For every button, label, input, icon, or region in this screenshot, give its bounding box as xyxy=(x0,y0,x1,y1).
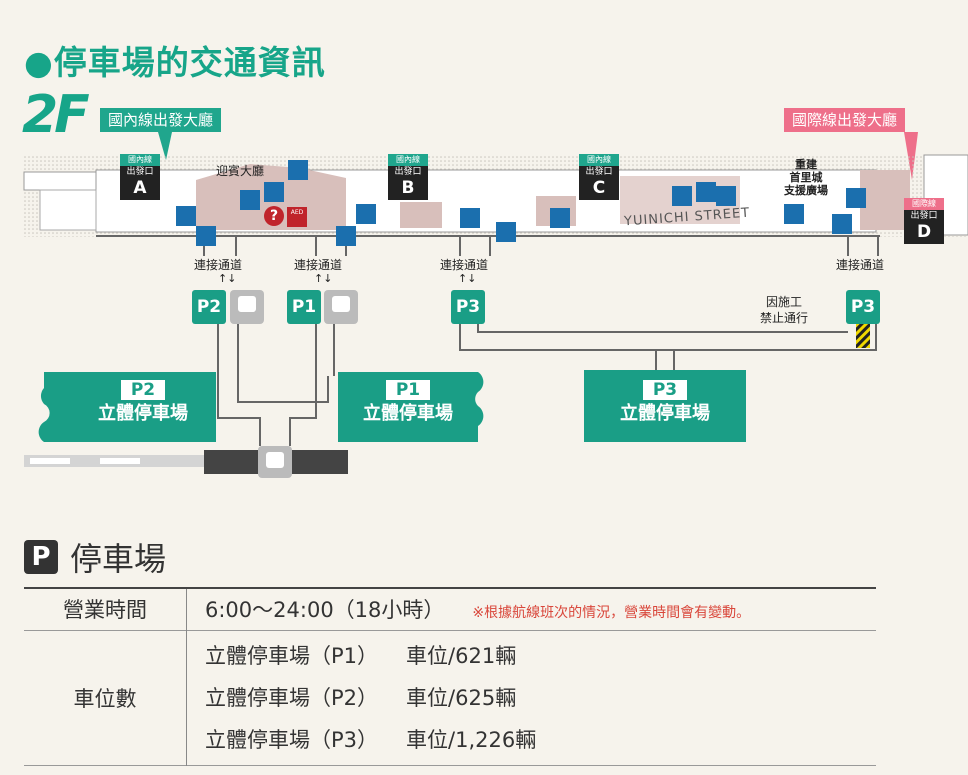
gate-c: 國內線 出發口 C xyxy=(585,155,613,198)
connector-label-p2: 連接通道 xyxy=(194,258,243,272)
parking-info-table: 營業時間 6:00〜24:00（18小時） ※根據航線班次的情況，營業時間會有變動… xyxy=(24,587,876,766)
p2-lot-label[interactable]: P2 立體停車場 xyxy=(98,380,188,424)
aed-icon: AED xyxy=(290,209,304,216)
hours-note: ※根據航線班次的情況，營業時間會有變動。 xyxy=(472,605,751,622)
p1-lot-label[interactable]: P1 立體停車場 xyxy=(363,380,453,424)
arrows-icon: ↑↓ xyxy=(458,272,477,285)
hours-row: 營業時間 6:00〜24:00（18小時） ※根據航線班次的情況，營業時間會有變動… xyxy=(24,588,876,630)
parking-icon: P xyxy=(24,540,58,574)
parking-section-title: 停車場 xyxy=(70,540,167,578)
hours-label: 營業時間 xyxy=(63,598,147,623)
arrival-hall-label: 迎賓大廳 xyxy=(216,164,265,178)
p3-marker[interactable]: P3 xyxy=(455,297,481,317)
connector-label-p3: 連接通道 xyxy=(440,258,489,272)
p1-parking-structure xyxy=(338,372,484,442)
page-title: ●停車場的交通資訊 xyxy=(24,43,326,82)
arrows-icon: ↑↓ xyxy=(314,272,333,285)
terminal-map xyxy=(23,132,968,478)
capacity-label: 車位數 xyxy=(73,686,137,711)
capacity-p1: 立體停車場（P1）車位/621輛 xyxy=(205,643,517,668)
shuri-support-label: 重建 首里城 支援廣場 xyxy=(784,158,828,197)
p3-lot-label[interactable]: P3 立體停車場 xyxy=(620,380,710,424)
hours-value: 6:00〜24:00（18小時） xyxy=(205,598,445,623)
parking-section-header: P 停車場 xyxy=(24,534,166,580)
construction-closed-note: 因施工 禁止通行 xyxy=(760,295,809,325)
p1-marker[interactable]: P1 xyxy=(291,297,317,317)
connector-label-p1: 連接通道 xyxy=(294,258,343,272)
info-icon: ? xyxy=(269,208,279,224)
p3-marker-east[interactable]: P3 xyxy=(850,297,876,317)
capacity-p3: 立體停車場（P3）車位/1,226輛 xyxy=(205,727,537,752)
domestic-departure-hall-label: 國內線出發大廳 xyxy=(100,108,222,132)
capacity-p2: 立體停車場（P2）車位/625輛 xyxy=(205,685,517,710)
gate-a: 國內線 出發口 A xyxy=(126,155,154,198)
gate-b: 國內線 出發口 B xyxy=(394,155,422,198)
floor-label: 2F xyxy=(22,85,90,145)
connector-label-p3-east: 連接通道 xyxy=(836,258,885,272)
arrows-icon: ↑↓ xyxy=(218,272,237,285)
capacity-row: 車位數 立體停車場（P1）車位/621輛 立體停車場（P2）車位/625輛 立體… xyxy=(24,630,876,765)
gate-d: 國際線 出發口 D xyxy=(910,199,938,242)
p2-parking-structure xyxy=(38,372,216,442)
gates xyxy=(120,154,944,244)
international-departure-hall-label: 國際線出發大廳 xyxy=(784,108,906,132)
p2-marker[interactable]: P2 xyxy=(196,297,222,317)
